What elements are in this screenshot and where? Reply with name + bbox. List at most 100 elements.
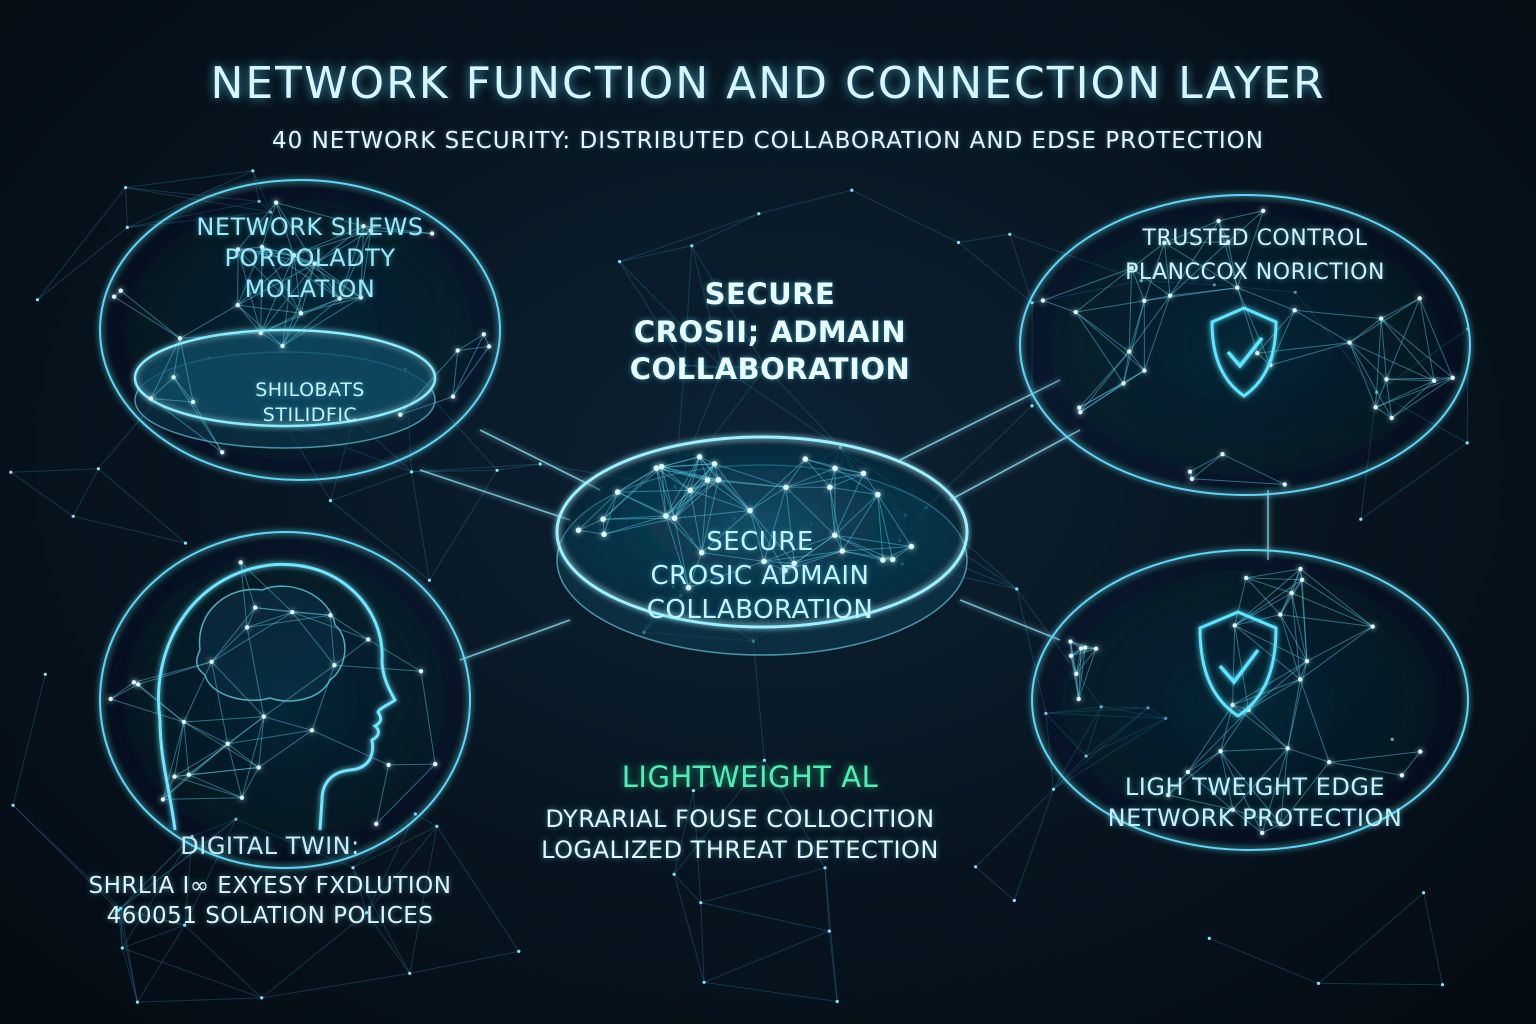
- top-right-node: [1129, 265, 1134, 271]
- bottom-right-node: [1074, 671, 1079, 676]
- center-top-line: SECURE: [704, 277, 836, 311]
- bottom-left-edge: [375, 764, 390, 825]
- bottom-left-edge: [330, 614, 369, 640]
- hub-edge: [829, 487, 836, 536]
- bottom-right-line: NETWORK PROTECTION: [1107, 804, 1403, 833]
- bottom-right-edge: [1279, 592, 1293, 615]
- top-right-edge: [1349, 297, 1420, 344]
- bottom-right-node: [1076, 696, 1081, 702]
- background-edge: [1360, 442, 1468, 520]
- bottom-left-edge: [240, 562, 293, 613]
- hub-edge: [661, 463, 715, 468]
- background-edge: [125, 170, 253, 189]
- bottom-right-edge: [1187, 709, 1249, 773]
- bottom-right-edge: [1076, 648, 1097, 675]
- background-node: [183, 923, 187, 927]
- background-node: [1207, 936, 1211, 941]
- bottom-left-edge: [188, 716, 265, 776]
- bottom-right-edge: [1245, 577, 1281, 615]
- top-left-edge: [237, 246, 263, 250]
- background-edge: [72, 468, 99, 517]
- background-edge: [73, 515, 186, 544]
- hub-edge: [829, 468, 836, 488]
- background-edge: [409, 950, 519, 974]
- top-right-edge: [1236, 287, 1258, 354]
- hub-edge: [785, 472, 864, 488]
- background-node: [974, 865, 978, 869]
- bottom-left-node: [386, 762, 391, 768]
- top-right-edge: [1079, 351, 1130, 413]
- hub-edge: [578, 491, 619, 531]
- background-edge: [700, 902, 830, 932]
- top-right-node: [1189, 476, 1195, 481]
- top-left-node: [258, 330, 263, 336]
- hub-edge: [834, 534, 912, 547]
- hub-edge: [578, 518, 604, 531]
- top-right-edge: [1191, 478, 1285, 485]
- top-right-node: [1142, 368, 1147, 373]
- bottom-left-node: [172, 774, 177, 779]
- bottom-left-node: [225, 741, 230, 746]
- background-edge: [127, 170, 254, 228]
- background-node: [120, 946, 124, 950]
- bottom-right-heading: LIGH TWEIGHT EDGE NETWORK PROTECTION: [1070, 772, 1440, 834]
- top-left-edge: [282, 296, 362, 347]
- background-edge: [261, 972, 410, 999]
- top-right-node: [1417, 296, 1422, 301]
- bottom-right-node: [1166, 792, 1171, 798]
- bottom-left-node: [238, 560, 243, 565]
- hub-edge: [701, 479, 719, 553]
- background-edge: [120, 908, 138, 1003]
- background-edge: [137, 997, 262, 1003]
- bottom-right-edge: [1070, 648, 1097, 657]
- top-left-node: [368, 228, 373, 233]
- hub-edge: [834, 534, 893, 560]
- background-node: [762, 758, 767, 762]
- hub-node: [827, 484, 833, 491]
- top-right-edge: [1218, 220, 1229, 243]
- link-topleft-hub: [479, 429, 601, 491]
- background-node: [1422, 891, 1426, 895]
- top-right-edge: [1123, 300, 1145, 384]
- top-left-edge: [293, 254, 341, 299]
- top-right-node: [1261, 208, 1266, 213]
- top-right-edge: [1222, 453, 1285, 485]
- background-edge: [428, 470, 498, 581]
- digital-twin-line: SHRLIA I∞ EXYESY FXDLUTION: [88, 873, 452, 899]
- top-right-edge: [1080, 382, 1124, 413]
- background-edge: [684, 364, 724, 369]
- bottom-right-edge: [1329, 761, 1402, 776]
- hub-edge: [665, 515, 689, 588]
- hub-edge: [834, 473, 864, 536]
- hub-edge: [829, 487, 843, 552]
- bottom-left-edge: [227, 743, 260, 768]
- top-right-node: [1389, 415, 1394, 421]
- center-top-line: COLLABORATION: [629, 352, 911, 387]
- hub-edge: [674, 463, 715, 519]
- background-node: [1051, 787, 1056, 791]
- background-edge: [722, 367, 841, 448]
- hub-edge: [689, 456, 701, 491]
- background-edge: [824, 867, 838, 1002]
- hub-edge: [714, 463, 787, 488]
- top-right-edge: [1128, 268, 1133, 352]
- bottom-right-edge: [1232, 747, 1289, 811]
- bottom-right-edge: [1234, 625, 1249, 710]
- hub-edge: [877, 494, 884, 561]
- background-node: [672, 872, 676, 876]
- top-left-node: [177, 336, 183, 341]
- bottom-right-node: [1244, 575, 1249, 581]
- background-edge: [12, 804, 119, 911]
- bottom-left-edge: [183, 716, 264, 723]
- background-edge: [722, 367, 766, 369]
- background-edge: [684, 364, 766, 368]
- bottom-left-edge: [162, 774, 190, 800]
- top-right-edge: [1391, 377, 1453, 419]
- top-right-node: [1373, 405, 1378, 410]
- top-left-edge: [314, 230, 372, 265]
- top-left-edge: [260, 332, 283, 347]
- hub-edge: [841, 494, 879, 552]
- hub-edge: [701, 510, 751, 553]
- top-left-node: [455, 348, 460, 353]
- bottom-left-cluster: [99, 531, 471, 869]
